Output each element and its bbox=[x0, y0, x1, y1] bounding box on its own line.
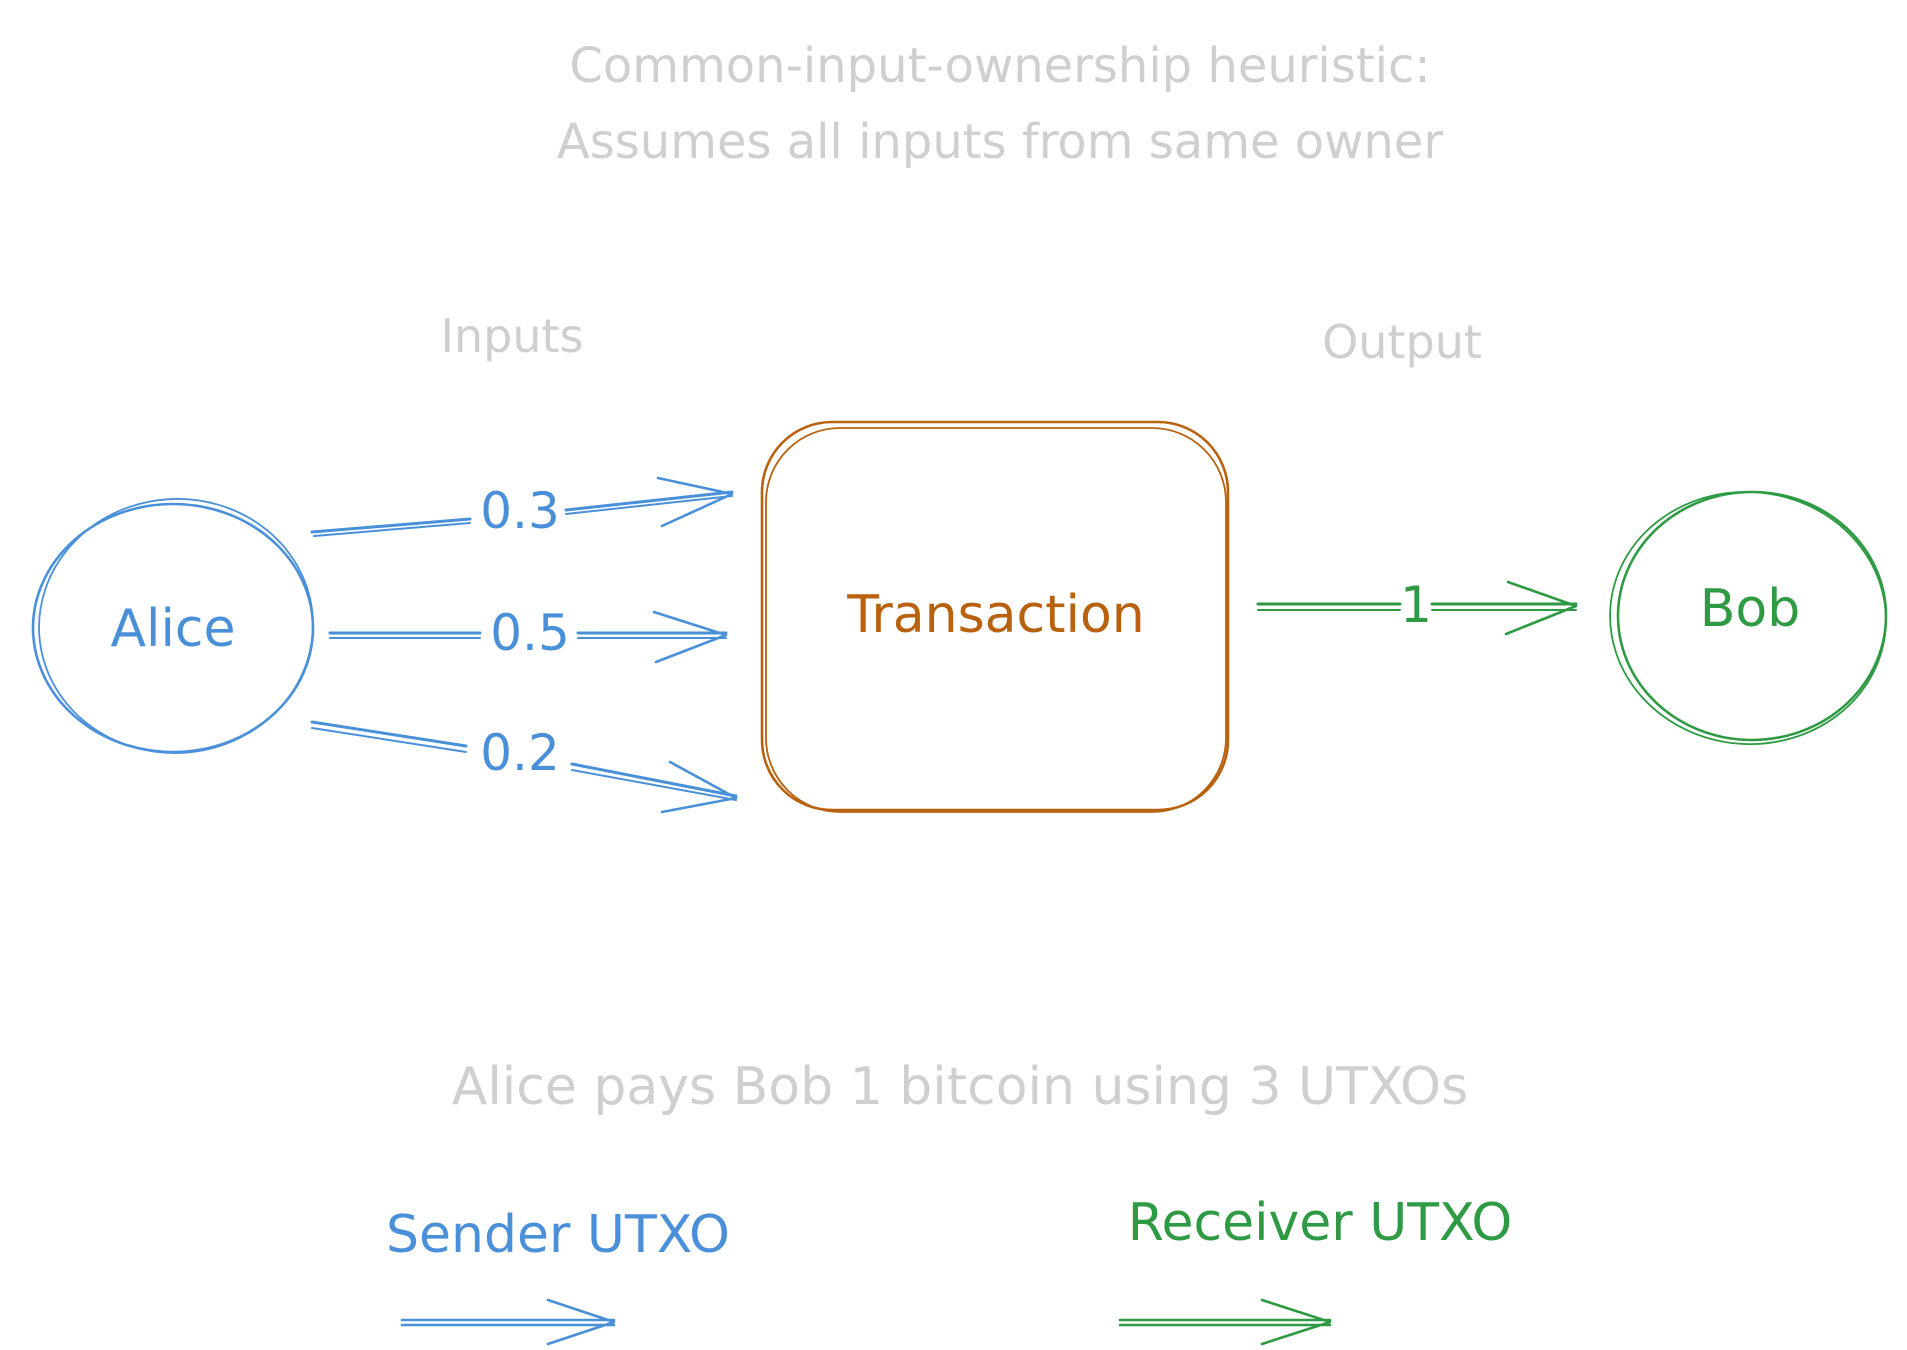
input-label-0-3: 0.3 bbox=[480, 482, 560, 540]
diagram-title-line2: Assumes all inputs from same owner bbox=[557, 114, 1443, 170]
transaction-node[interactable]: Transaction bbox=[760, 420, 1230, 813]
alice-node[interactable]: Alice bbox=[30, 490, 321, 762]
transaction-label: Transaction bbox=[846, 585, 1144, 645]
legend-receiver-label: Receiver UTXO bbox=[1128, 1193, 1513, 1253]
input-arrow-0-3[interactable]: 0.3 bbox=[310, 476, 734, 540]
alice-label: Alice bbox=[110, 599, 235, 659]
legend-sender-label: Sender UTXO bbox=[386, 1205, 730, 1265]
input-label-0-2: 0.2 bbox=[480, 724, 560, 782]
legend-sender-arrow bbox=[400, 1298, 616, 1346]
input-arrow-0-2[interactable]: 0.2 bbox=[310, 720, 738, 814]
output-label: Output bbox=[1322, 315, 1482, 369]
legend-sender: Sender UTXO bbox=[386, 1205, 730, 1346]
diagram-title-line1: Common-input-ownership heuristic: bbox=[569, 38, 1430, 94]
output-label-1: 1 bbox=[1400, 576, 1432, 634]
input-arrow-0-5[interactable]: 0.5 bbox=[328, 604, 728, 664]
legend-receiver-arrow bbox=[1118, 1298, 1332, 1346]
inputs-label: Inputs bbox=[440, 309, 583, 363]
legend-receiver: Receiver UTXO bbox=[1118, 1193, 1513, 1346]
bob-node[interactable]: Bob bbox=[1600, 480, 1897, 755]
bob-label: Bob bbox=[1700, 579, 1801, 639]
output-arrow-1[interactable]: 1 bbox=[1256, 576, 1578, 636]
diagram-caption: Alice pays Bob 1 bitcoin using 3 UTXOs bbox=[452, 1057, 1468, 1117]
input-label-0-5: 0.5 bbox=[490, 604, 570, 662]
